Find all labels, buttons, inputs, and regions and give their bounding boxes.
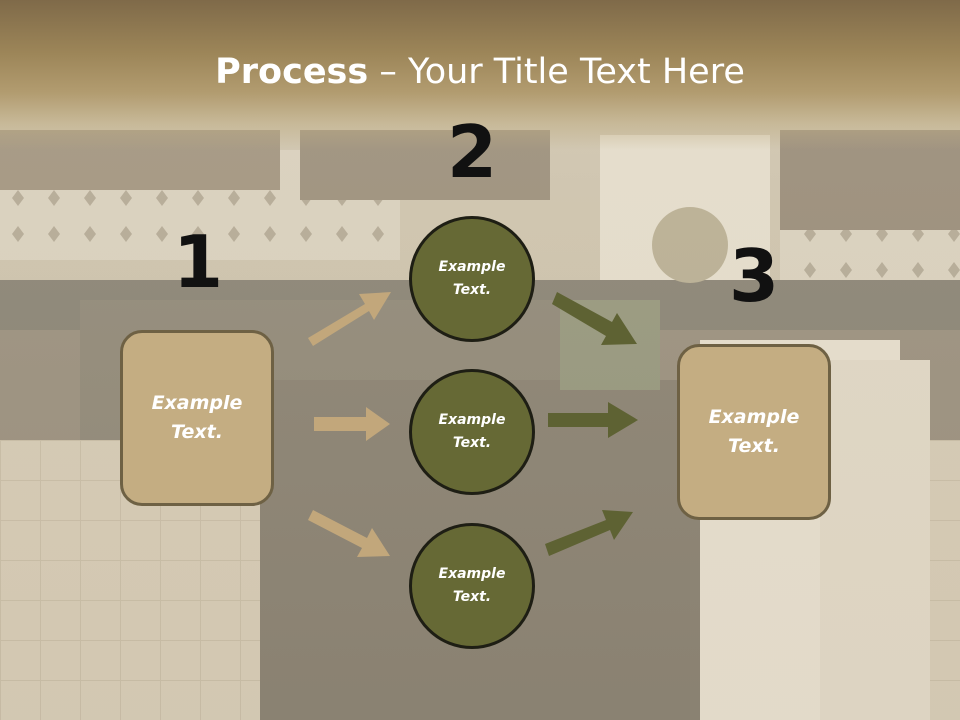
arrow-top-circle-to-right-box: [552, 292, 637, 345]
slide-title: Process – Your Title Text Here: [0, 52, 960, 92]
arrow-bottom-circle-to-right-box: [545, 510, 633, 556]
arrow-box-to-top-circle: [308, 292, 391, 346]
example-box-right-text: Example Text.: [708, 406, 800, 457]
example-box-left-text: Example Text.: [151, 392, 243, 443]
title-band: [0, 0, 960, 150]
example-circle-top-text: Example Text.: [438, 259, 506, 298]
title-rest-part: – Your Title Text Here: [368, 52, 745, 92]
example-box-right: Example Text.: [677, 344, 831, 520]
step-number-1: 1: [172, 220, 224, 304]
example-circle-bottom: Example Text.: [409, 523, 535, 649]
example-circle-middle: Example Text.: [409, 369, 535, 495]
example-circle-top: Example Text.: [409, 216, 535, 342]
arrow-box-to-middle-circle: [314, 407, 390, 441]
title-bold-part: Process: [215, 52, 369, 92]
step-number-3: 3: [728, 234, 780, 318]
example-circle-bottom-text: Example Text.: [438, 566, 506, 605]
step-number-2: 2: [446, 110, 498, 194]
example-circle-middle-text: Example Text.: [438, 412, 506, 451]
arrow-box-to-bottom-circle: [308, 510, 390, 557]
example-box-left: Example Text.: [120, 330, 274, 506]
arrow-middle-circle-to-right-box: [548, 402, 638, 438]
